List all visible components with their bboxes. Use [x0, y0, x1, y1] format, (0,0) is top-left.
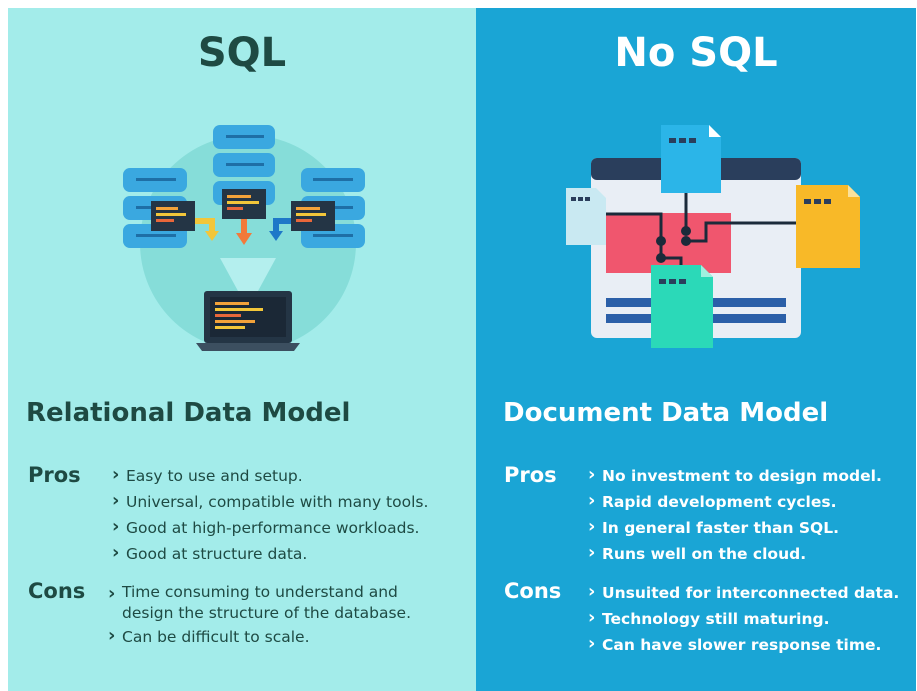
list-item: Technology still maturing. [588, 605, 899, 632]
sql-pros-label: Pros [28, 463, 81, 487]
nosql-cons-label: Cons [504, 579, 562, 603]
sql-pros-list: Easy to use and setup. Universal, compat… [112, 462, 428, 567]
nosql-illustration [566, 125, 860, 348]
list-item: Good at structure data. [112, 540, 428, 567]
document-icon [651, 265, 713, 348]
nosql-cons-list: Unsuited for interconnected data. Techno… [588, 579, 899, 658]
sql-illustration [123, 125, 365, 351]
nosql-title: No SQL [614, 30, 778, 76]
comparison-infographic: SQL [8, 8, 916, 691]
list-item: Easy to use and setup. [112, 462, 428, 489]
list-item: Runs well on the cloud. [588, 540, 882, 567]
database-server-icon [291, 168, 365, 248]
funnel-icon [220, 258, 276, 291]
arrow-down-icon [236, 219, 252, 245]
list-item: No investment to design model. [588, 462, 882, 489]
document-icon [661, 125, 721, 193]
nosql-panel: No SQL [476, 8, 916, 691]
database-server-icon [213, 125, 275, 219]
sql-background-circle [140, 135, 356, 351]
list-item: Can have slower response time. [588, 631, 899, 658]
document-icon [796, 185, 860, 268]
list-item: Unsuited for interconnected data. [588, 579, 899, 606]
list-item: In general faster than SQL. [588, 514, 882, 541]
arrow-down-icon [195, 218, 219, 241]
list-item: Good at high-performance workloads. [112, 514, 428, 541]
sql-cons-label: Cons [28, 579, 86, 603]
nosql-pros-list: No investment to design model. Rapid dev… [588, 462, 882, 567]
laptop-icon [196, 291, 300, 351]
list-item: Time consuming to understand and design … [108, 581, 411, 624]
list-item: Universal, compatible with many tools. [112, 488, 428, 515]
list-item: Can be difficult to scale. [108, 623, 411, 650]
sql-title: SQL [197, 30, 287, 76]
nosql-model-heading: Document Data Model [503, 398, 829, 428]
list-item: Rapid development cycles. [588, 488, 882, 515]
nosql-pros-label: Pros [504, 463, 557, 487]
sql-panel: SQL [8, 8, 476, 691]
sql-model-heading: Relational Data Model [26, 398, 351, 428]
sql-cons-list: Time consuming to understand and design … [108, 581, 411, 650]
arrow-down-icon [269, 218, 291, 241]
database-server-icon [123, 168, 195, 248]
document-icon [566, 188, 606, 245]
